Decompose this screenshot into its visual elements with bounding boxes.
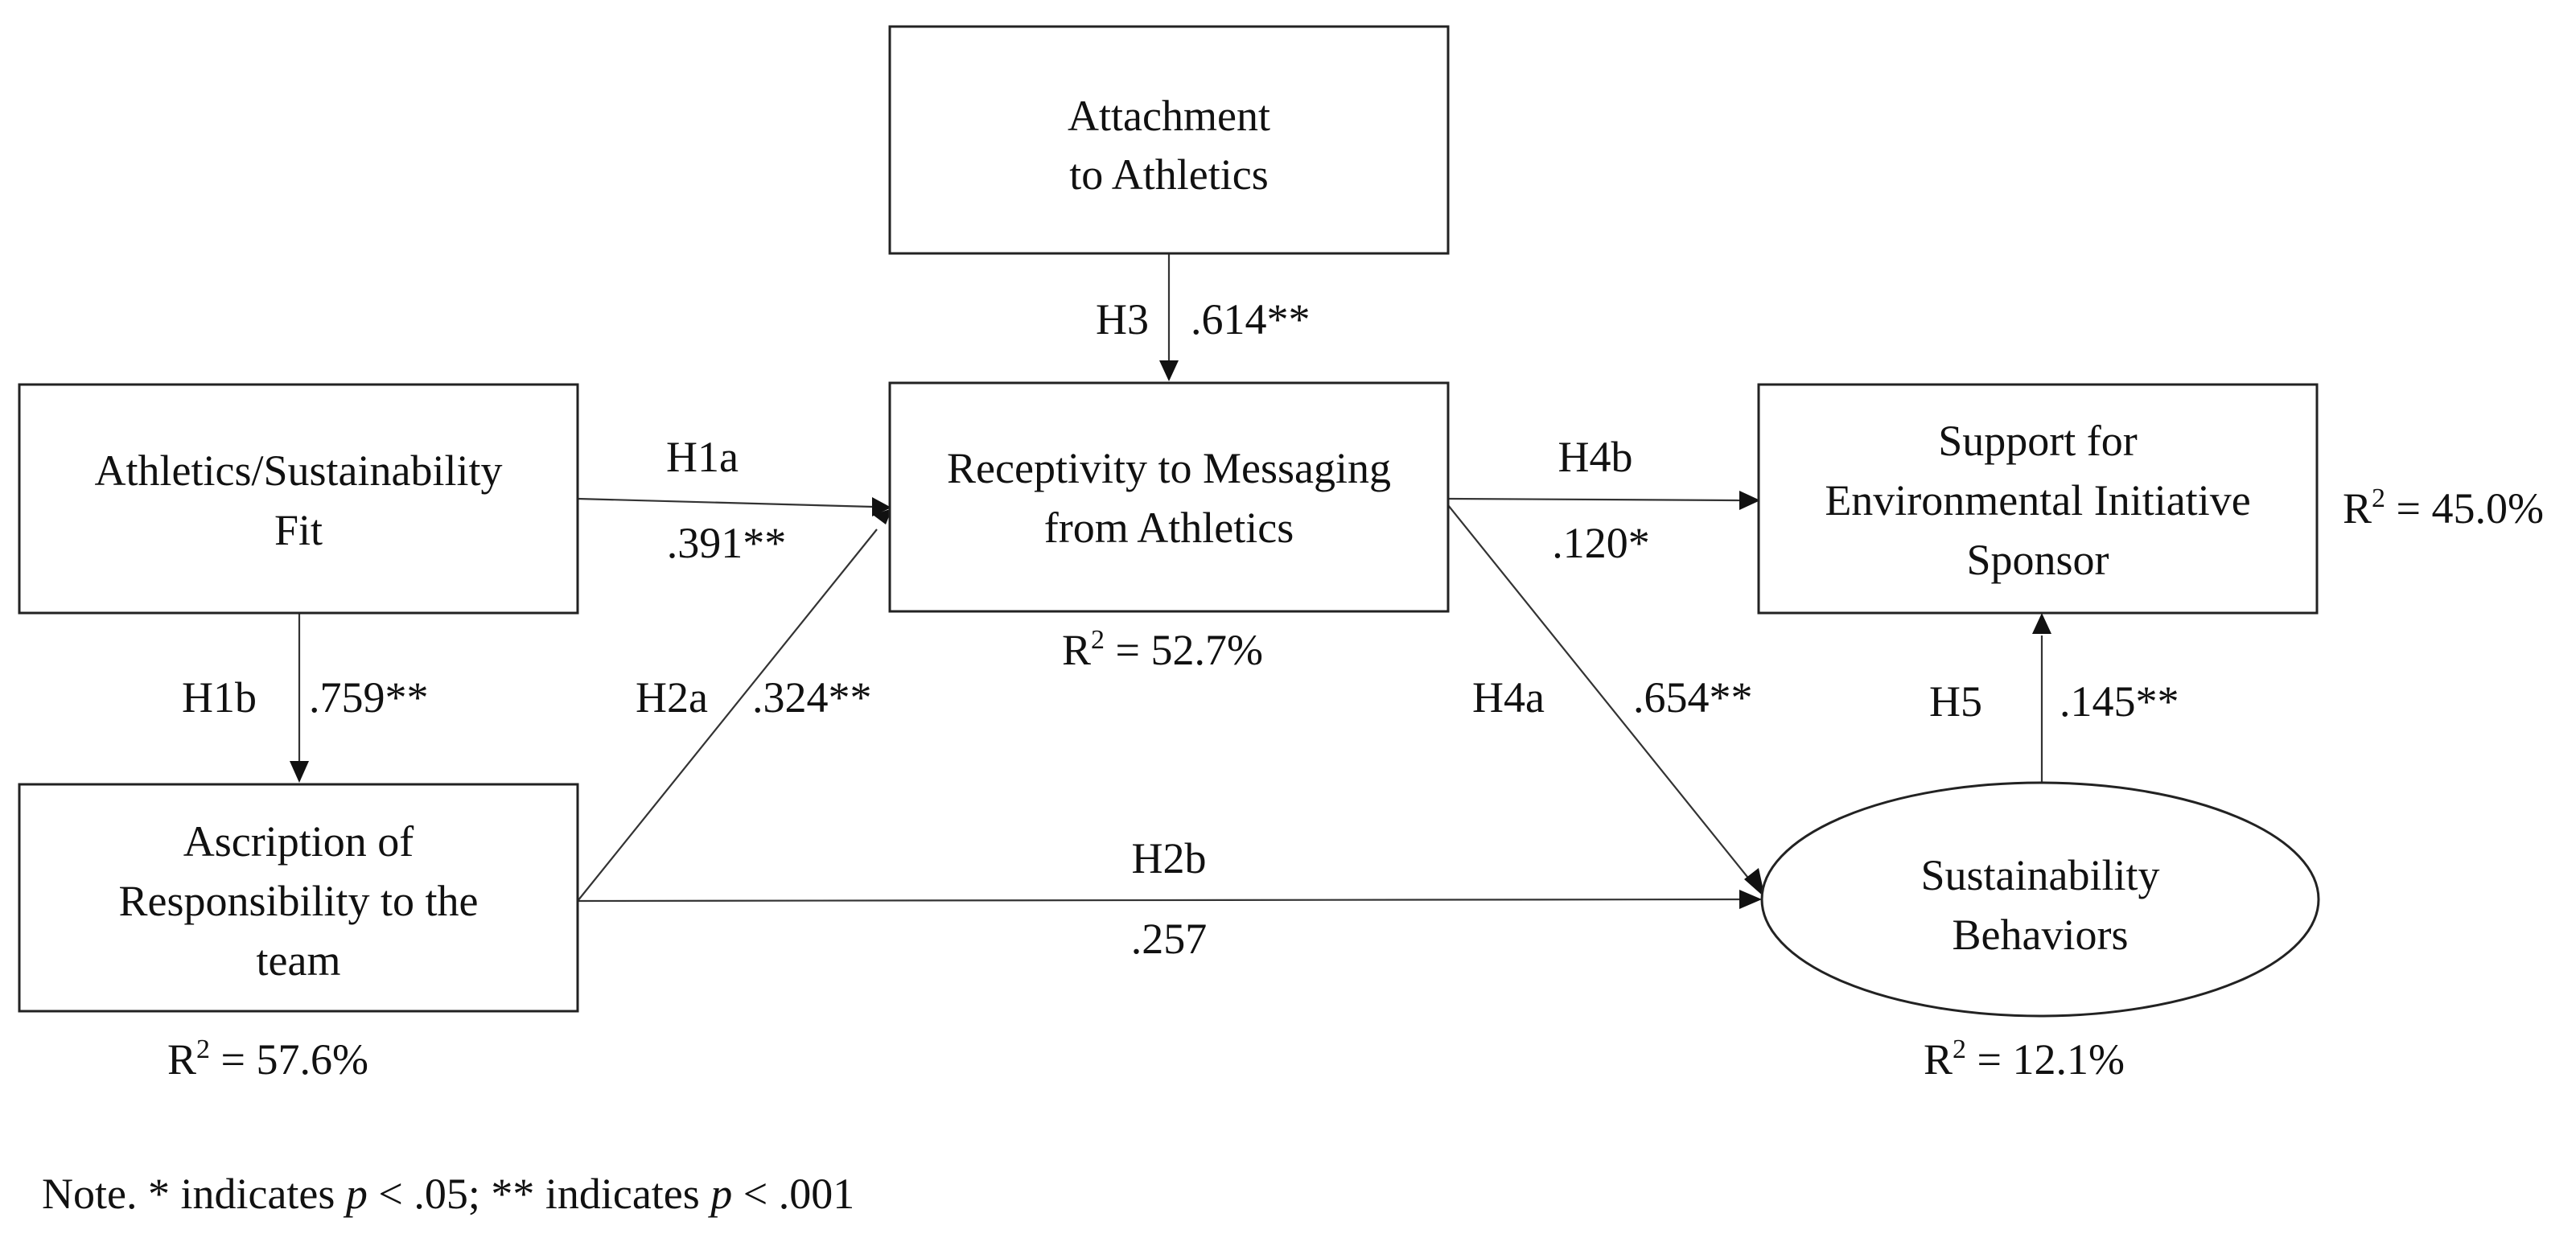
path-h2a-coef: .324** <box>752 673 872 722</box>
node-receptivity-line-1: Receptivity to Messaging <box>947 444 1391 492</box>
path-h3-label: H3 <box>1096 295 1149 343</box>
node-fit-line-1: Athletics/Sustainability <box>95 446 503 495</box>
node-receptivity-box <box>888 381 1450 613</box>
path-h1b-coef: .759** <box>309 673 429 722</box>
arrowhead-h1b <box>290 761 309 783</box>
node-behaviors: Sustainability Behaviors <box>1760 781 2320 1018</box>
path-h1a-label: H1a <box>666 433 739 481</box>
path-h4b-coef: .120* <box>1552 519 1650 567</box>
arrowhead-h4b <box>1739 491 1760 510</box>
node-attachment-line-1: Attachment <box>1068 92 1270 140</box>
r-squared-ascription: R2 = 57.6% <box>167 1035 368 1084</box>
path-h4b-label: H4b <box>1558 433 1633 481</box>
arrowhead-h2b <box>1739 890 1762 909</box>
node-support: Support for Environmental Initiative Spo… <box>1757 383 2319 615</box>
arrowhead-h5 <box>2032 613 2051 634</box>
node-fit-line-2: Fit <box>274 506 323 554</box>
node-attachment: Attachment to Athletics <box>888 25 1450 255</box>
node-ascription-line-3: team <box>257 936 341 985</box>
r-squared-support: R2 = 45.0% <box>2343 483 2544 533</box>
arrowhead-h1a <box>872 497 891 516</box>
path-h5-coef: .145** <box>2060 677 2179 726</box>
edge-h2b <box>577 898 1740 903</box>
edge-h2a <box>577 529 878 902</box>
r-squared-receptivity: R2 = 52.7% <box>1062 625 1263 674</box>
path-labels: H3 .614** H1a .391** H1b .759** H2a .324… <box>182 295 2179 963</box>
node-behaviors-ellipse <box>1760 781 2320 1018</box>
r-squared-labels: R2 = 52.7% R2 = 57.6% R2 = 12.1% R2 = 45… <box>167 483 2544 1084</box>
path-h3-coef: .614** <box>1191 295 1311 343</box>
node-receptivity-line-2: from Athletics <box>1044 504 1294 552</box>
node-fit: Athletics/Sustainability Fit <box>18 383 579 615</box>
arrowhead-h3 <box>1159 360 1179 381</box>
arrowhead-h4a <box>1744 868 1765 898</box>
edge-h4a <box>1447 504 1755 886</box>
node-fit-box <box>18 383 579 615</box>
node-attachment-line-2: to Athletics <box>1069 150 1268 199</box>
node-ascription-line-1: Ascription of <box>183 817 414 866</box>
edge-h4b <box>1447 497 1743 502</box>
node-attachment-box <box>888 25 1450 255</box>
node-support-line-3: Sponsor <box>1966 536 2109 584</box>
node-receptivity: Receptivity to Messaging from Athletics <box>888 381 1450 613</box>
path-h4a-coef: .654** <box>1633 673 1753 722</box>
arrowheads <box>290 360 2051 909</box>
path-h2b-coef: .257 <box>1131 915 1208 963</box>
path-h5-label: H5 <box>1929 677 1982 726</box>
path-h4a-label: H4a <box>1472 673 1545 722</box>
edge-h1a <box>577 497 874 508</box>
node-support-line-1: Support for <box>1938 417 2138 465</box>
path-h1a-coef: .391** <box>667 519 787 567</box>
node-support-line-2: Environmental Initiative <box>1825 476 2250 524</box>
node-behaviors-line-1: Sustainability <box>1921 851 2160 899</box>
path-h2b-label: H2b <box>1132 834 1207 882</box>
node-ascription-line-2: Responsibility to the <box>118 877 478 925</box>
edges <box>298 253 2043 903</box>
path-h2a-label: H2a <box>636 673 708 722</box>
note: Note. * indicates p < .05; ** indicates … <box>42 1170 854 1218</box>
node-behaviors-line-2: Behaviors <box>1953 911 2129 959</box>
path-h1b-label: H1b <box>182 673 257 722</box>
arrowhead-h2a <box>873 508 892 524</box>
r-squared-behaviors: R2 = 12.1% <box>1924 1035 2125 1084</box>
node-ascription: Ascription of Responsibility to the team <box>18 783 579 1013</box>
node-ascription-box <box>18 783 579 1013</box>
node-support-box <box>1757 383 2319 615</box>
